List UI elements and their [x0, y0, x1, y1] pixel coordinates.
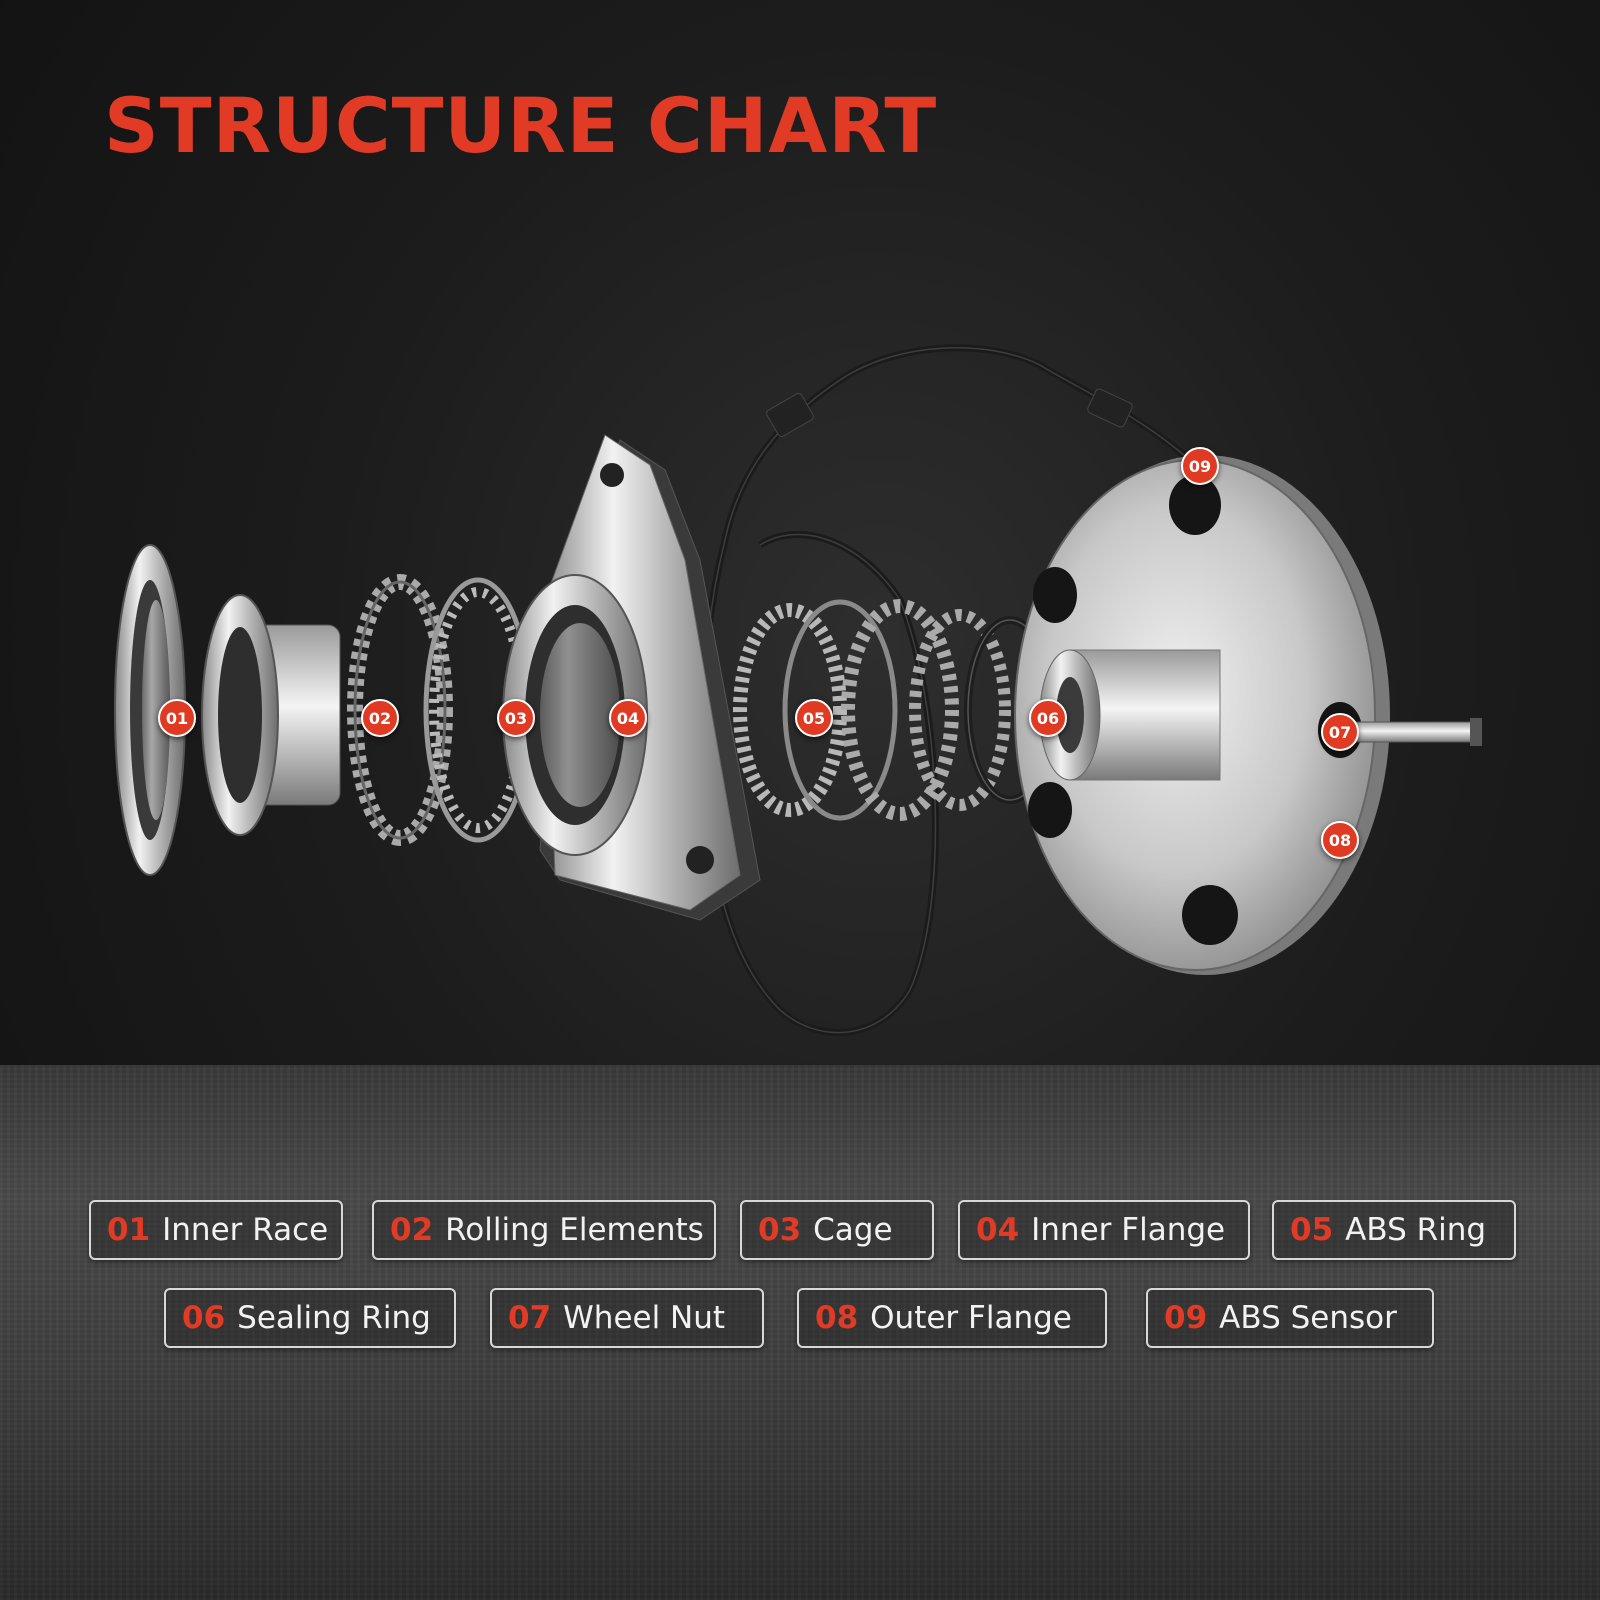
- legend-item-sealing-ring: 06 Sealing Ring: [164, 1288, 456, 1348]
- marker-abs-ring: 05: [795, 699, 833, 737]
- marker-wheel-nut: 07: [1321, 713, 1359, 751]
- legend-number: 07: [508, 1300, 551, 1336]
- legend-number: 02: [390, 1212, 433, 1248]
- legend-item-inner-flange: 04 Inner Flange: [958, 1200, 1250, 1260]
- legend-label: Inner Race: [162, 1212, 328, 1248]
- marker-cage: 03: [497, 699, 535, 737]
- legend-label: Sealing Ring: [237, 1300, 431, 1336]
- inner-flange-part: [503, 435, 760, 920]
- legend-item-outer-flange: 08 Outer Flange: [797, 1288, 1107, 1348]
- legend-number: 09: [1164, 1300, 1207, 1336]
- legend-number: 05: [1290, 1212, 1333, 1248]
- legend-item-inner-race: 01 Inner Race: [89, 1200, 343, 1260]
- marker-sealing-ring: 06: [1029, 699, 1067, 737]
- legend-item-cage: 03 Cage: [740, 1200, 934, 1260]
- legend-number: 06: [182, 1300, 225, 1336]
- legend-label: Wheel Nut: [563, 1300, 725, 1336]
- marker-inner-flange: 04: [609, 699, 647, 737]
- legend-number: 01: [107, 1212, 150, 1248]
- marker-abs-sensor: 09: [1181, 447, 1219, 485]
- legend-number: 04: [976, 1212, 1019, 1248]
- marker-outer-flange: 08: [1321, 821, 1359, 859]
- marker-rolling-elements: 02: [361, 699, 399, 737]
- marker-inner-race: 01: [158, 699, 196, 737]
- legend-item-abs-sensor: 09 ABS Sensor: [1146, 1288, 1434, 1348]
- legend-label: Outer Flange: [870, 1300, 1072, 1336]
- legend-item-wheel-nut: 07 Wheel Nut: [490, 1288, 764, 1348]
- legend-label: Rolling Elements: [445, 1212, 704, 1248]
- legend-label: Cage: [813, 1212, 892, 1248]
- legend-label: Inner Flange: [1031, 1212, 1225, 1248]
- legend-item-rolling-elements: 02 Rolling Elements: [372, 1200, 716, 1260]
- legend-number: 08: [815, 1300, 858, 1336]
- wheel-stud-part: [1355, 718, 1482, 746]
- bearing-race-part: [202, 595, 340, 835]
- legend-item-abs-ring: 05 ABS Ring: [1272, 1200, 1516, 1260]
- legend-label: ABS Ring: [1345, 1212, 1486, 1248]
- legend-number: 03: [758, 1212, 801, 1248]
- legend-label: ABS Sensor: [1219, 1300, 1397, 1336]
